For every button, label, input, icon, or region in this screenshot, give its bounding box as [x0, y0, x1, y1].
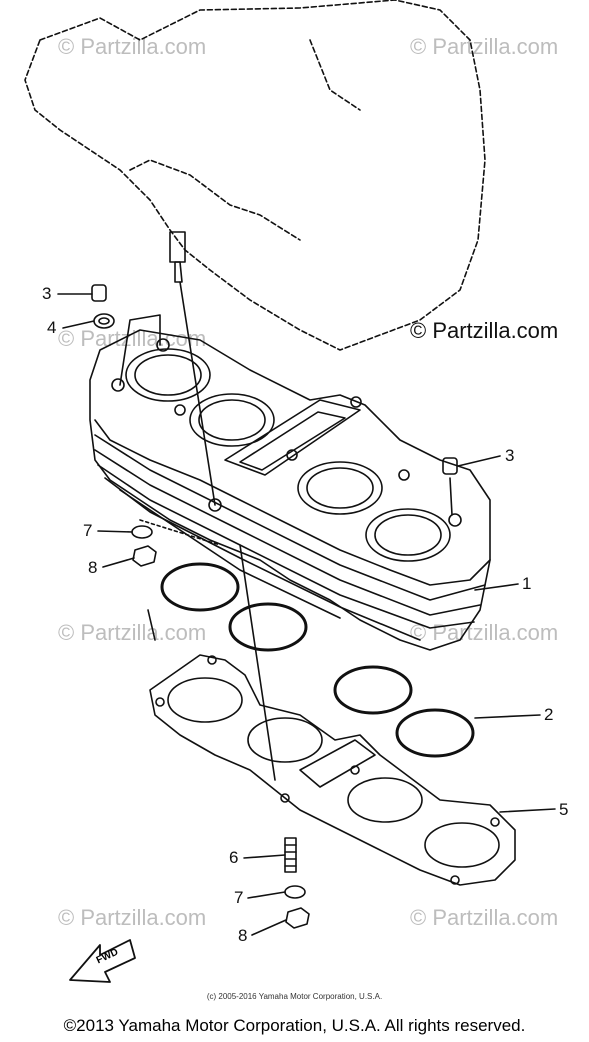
copyright-small: (c) 2005-2016 Yamaha Motor Corporation, …: [206, 992, 383, 1001]
watermark-text: © Partzilla.com: [58, 34, 207, 59]
leader-line: [102, 557, 135, 568]
cylinder-bore: [365, 508, 451, 562]
washer: [284, 885, 306, 899]
o-ring: [228, 602, 308, 652]
leader-line: [474, 583, 519, 591]
cylinder-block: [89, 329, 491, 651]
alignment-line: [239, 544, 276, 781]
leader-line: [251, 919, 287, 936]
callout-3: 3: [505, 446, 515, 465]
alignment-line: [179, 281, 216, 506]
cylinder-gasket: [149, 654, 516, 886]
crankcase-detail: [309, 39, 361, 111]
o-ring: [333, 665, 413, 715]
callout-6: 6: [229, 848, 239, 867]
callout-1: 1: [522, 574, 532, 593]
callout-8: 8: [88, 558, 98, 577]
nut: [132, 545, 157, 567]
cylinder-bore: [189, 393, 275, 447]
crankcase-stud: [169, 231, 186, 263]
watermark-text: © Partzilla.com: [58, 326, 207, 351]
leader-line: [474, 714, 541, 719]
o-ring-small: [93, 313, 115, 329]
alignment-line: [139, 519, 221, 546]
watermark-text: © Partzilla.com: [58, 905, 207, 930]
callout-5: 5: [559, 800, 569, 819]
callout-2: 2: [544, 705, 554, 724]
callout-7: 7: [83, 521, 93, 540]
watermark-text: © Partzilla.com: [410, 34, 559, 59]
gasket-bore: [424, 822, 500, 868]
alignment-line: [119, 314, 161, 386]
copyright-main: ©2013 Yamaha Motor Corporation, U.S.A. A…: [63, 1016, 526, 1035]
gasket-bore: [347, 777, 423, 823]
callout-7: 7: [234, 888, 244, 907]
crankcase-stud: [174, 261, 183, 283]
dowel-pin: [91, 284, 107, 302]
leader-line: [499, 808, 556, 813]
stud-bolt: [284, 837, 297, 873]
gasket-bore: [247, 717, 323, 763]
fwd-arrow-icon: [69, 939, 136, 983]
callout-4: 4: [47, 318, 57, 337]
o-ring: [160, 562, 240, 612]
leader-line: [97, 530, 133, 533]
cam-chain-tunnel: [224, 399, 361, 476]
washer: [131, 525, 153, 539]
gasket-bore: [167, 677, 243, 723]
alignment-line: [449, 477, 453, 516]
watermark-text: © Partzilla.com: [58, 620, 207, 645]
nut: [285, 907, 310, 929]
cylinder-bore: [297, 461, 383, 515]
dowel-pin: [442, 457, 458, 475]
watermark-text: © Partzilla.com: [410, 620, 559, 645]
leader-line: [247, 891, 286, 899]
crankcase-detail: [129, 159, 301, 241]
callout-3: 3: [42, 284, 52, 303]
o-ring: [395, 708, 475, 758]
crankcase-outline: [24, 0, 486, 351]
brand-watermark: © Partzilla.com: [410, 318, 559, 343]
callout-8: 8: [238, 926, 248, 945]
leader-line: [62, 320, 95, 329]
watermark-text: © Partzilla.com: [410, 905, 559, 930]
leader-line: [243, 854, 286, 859]
leader-line: [457, 455, 501, 467]
